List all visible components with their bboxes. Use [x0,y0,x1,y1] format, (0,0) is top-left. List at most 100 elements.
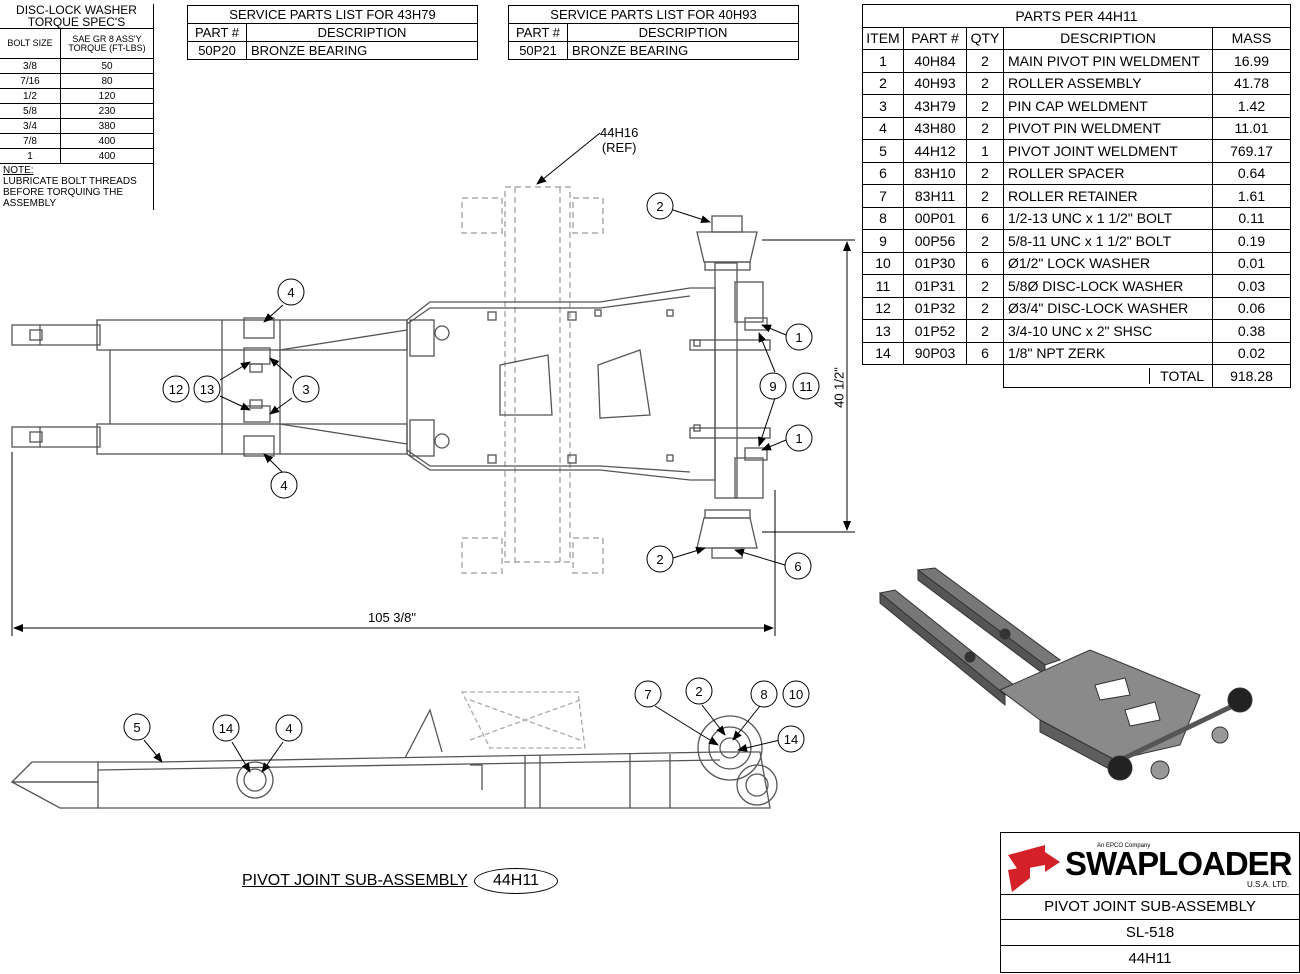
service-40h93-title: SERVICE PARTS LIST FOR 40H93 [508,5,799,24]
parts-cell-mass: 769.17 [1212,139,1291,163]
parts-cell-part: 43H79 [903,94,967,118]
dimension-width: 40 1/2" [831,367,847,408]
parts-cell-desc: PIVOT PIN WELDMENT [1003,116,1213,140]
parts-cell-qty: 2 [966,71,1004,95]
parts-cell-part: 40H84 [903,49,967,73]
assembly-name: PIVOT JOINT SUB-ASSEMBLY [242,872,468,889]
parts-cell-item: 7 [862,184,904,208]
side-view [10,691,778,809]
parts-cell-qty: 6 [966,341,1004,365]
parts-cell-mass: 16.99 [1212,49,1291,73]
logo-wordmark: SWAPLOADER [1065,845,1293,882]
torque-bolt-size: 1/2 [0,88,61,104]
callout-13: 13 [199,382,215,397]
callout-14-right: 14 [783,732,799,747]
callout-10: 10 [788,687,804,702]
parts-cell-desc: 5/8-11 UNC x 1 1/2" BOLT [1003,229,1213,253]
service-40h93-part: 50P21 [508,41,568,60]
callout-1-top: 1 [795,330,803,345]
parts-cell-desc: ROLLER SPACER [1003,161,1213,185]
parts-cell-qty: 2 [966,229,1004,253]
parts-cell-part: 01P31 [903,274,967,298]
parts-cell-desc: PIVOT JOINT WELDMENT [1003,139,1213,163]
torque-table-title: DISC-LOCK WASHER TORQUE SPEC'S [0,4,154,29]
assembly-code: 44H11 [474,868,558,894]
callout-balloons [123,192,820,753]
torque-note: NOTE: LUBRICATE BOLT THREADS BEFORE TORQ… [0,163,154,210]
parts-cell-mass: 0.38 [1212,319,1291,343]
callout-3: 3 [302,382,310,397]
title-block-drawing-no: SL-518 [1001,920,1299,946]
callout-2-top: 2 [656,199,664,214]
torque-bolt-size: 7/16 [0,73,61,89]
callout-11: 11 [799,379,813,394]
parts-total-label: TOTAL [1003,364,1213,388]
parts-cell-desc: Ø1/2" LOCK WASHER [1003,251,1213,275]
assembly-label: PIVOT JOINT SUB-ASSEMBLY 44H11 [242,868,558,894]
torque-value: 380 [60,118,154,134]
parts-cell-qty: 2 [966,161,1004,185]
isometric-view [878,567,1253,781]
parts-cell-part: 00P01 [903,206,967,230]
torque-note-text: LUBRICATE BOLT THREADS BEFORE TORQUING T… [3,176,137,209]
torque-bolt-size: 7/8 [0,133,61,149]
service-parts-table-40h93: SERVICE PARTS LIST FOR 40H93 PART # DESC… [508,5,799,60]
parts-cell-desc: PIN CAP WELDMENT [1003,94,1213,118]
title-block-part-no: 44H11 [1128,950,1172,967]
callout-14-left: 14 [218,721,234,736]
parts-cell-item: 10 [862,251,904,275]
torque-bolt-size: 5/8 [0,103,61,119]
parts-cell-qty: 6 [966,206,1004,230]
parts-cell-desc: 3/4-10 UNC x 2" SHSC [1003,319,1213,343]
parts-cell-qty: 2 [966,274,1004,298]
parts-cell-mass: 0.64 [1212,161,1291,185]
parts-cell-qty: 2 [966,49,1004,73]
parts-list-table: PARTS PER 44H11 ITEM PART # QTY DESCRIPT… [862,4,1291,388]
parts-cell-desc: 5/8Ø DISC-LOCK WASHER [1003,274,1213,298]
parts-cell-part: 00P56 [903,229,967,253]
parts-cell-qty: 2 [966,116,1004,140]
parts-cell-part: 83H11 [903,184,967,208]
callout-6: 6 [794,559,802,574]
title-block-name: PIVOT JOINT SUB-ASSEMBLY [1001,895,1299,920]
callout-12: 12 [168,382,184,397]
torque-value: 80 [60,73,154,89]
parts-cell-mass: 0.03 [1212,274,1291,298]
parts-cell-mass: 1.42 [1212,94,1291,118]
parts-cell-item: 2 [862,71,904,95]
dimension-length: 105 3/8" [368,610,416,625]
parts-cell-item: 3 [862,94,904,118]
logo-tagline: An EPCO Company [1097,843,1151,849]
parts-cell-desc: ROLLER ASSEMBLY [1003,71,1213,95]
parts-cell-item: 4 [862,116,904,140]
parts-cell-part: 83H10 [903,161,967,185]
ref-suffix: (REF) [601,140,637,155]
parts-cell-item: 8 [862,206,904,230]
torque-note-label: NOTE: [3,165,34,176]
parts-cell-part: 01P32 [903,296,967,320]
parts-cell-part: 44H12 [903,139,967,163]
service-40h93-col-desc: DESCRIPTION [567,23,799,42]
parts-col-mass: MASS [1212,26,1291,50]
parts-cell-mass: 1.61 [1212,184,1291,208]
callout-5: 5 [133,720,141,735]
parts-cell-mass: 41.78 [1212,71,1291,95]
parts-cell-part: 01P30 [903,251,967,275]
parts-cell-mass: 0.02 [1212,341,1291,365]
torque-bolt-size: 3/8 [0,58,61,74]
